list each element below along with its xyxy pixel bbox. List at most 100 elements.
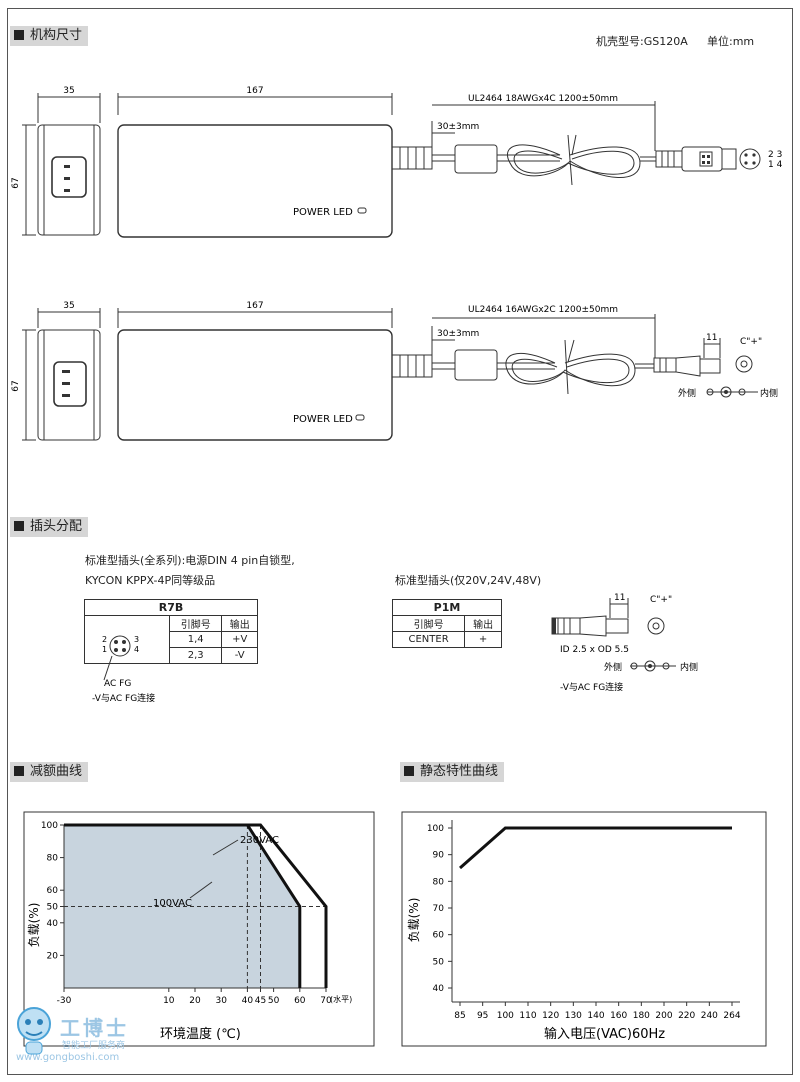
- robot-logo-icon: [17, 1007, 51, 1055]
- y-tick-label: 40: [433, 984, 445, 994]
- r7b-cell: 2,3: [168, 647, 223, 664]
- x-tick-label: 264: [723, 1011, 740, 1021]
- dim2-w2: 167: [246, 301, 263, 311]
- x-tick-label: 85: [454, 1011, 465, 1021]
- svg-text:2: 2: [102, 635, 107, 644]
- x-axis-label: 环境温度 (℃): [160, 1026, 241, 1042]
- svg-text:3: 3: [134, 635, 139, 644]
- x-axis-label: 输入电压(VAC)60Hz: [544, 1026, 665, 1042]
- p1m-inner: 内侧: [680, 661, 698, 673]
- x-tick-label: -30: [57, 996, 72, 1006]
- dimension-drawing-2: 35 167 UL2464 16AWGx2C 1200±50mm 30±3mm …: [11, 301, 778, 441]
- chart-border: [23, 811, 375, 1047]
- p1m-title: P1M: [392, 599, 502, 616]
- x-unit-label: (水平): [330, 994, 352, 1004]
- p1m-col1: 引脚号: [391, 615, 466, 632]
- x-tick-label: 120: [542, 1011, 559, 1021]
- r7b-cell: +V: [221, 631, 258, 648]
- series-label-100vac: 100VAC: [153, 898, 192, 909]
- y-tick-label: 80: [433, 877, 445, 887]
- dim1-w2: 167: [246, 86, 263, 96]
- x-tick-label: 160: [610, 1011, 627, 1021]
- section-static: 静态特性曲线: [400, 762, 505, 782]
- r7b-title: R7B: [84, 599, 258, 616]
- y-axis-label: 负载(%): [27, 903, 41, 948]
- dim2-cable: UL2464 16AWGx2C 1200±50mm: [468, 305, 618, 315]
- dim2-cable-end: 30±3mm: [437, 329, 479, 339]
- dim2-inner: 内侧: [760, 387, 778, 399]
- chart-border: [401, 811, 767, 1047]
- y-tick-label: 90: [433, 851, 445, 861]
- p1m-cell: CENTER: [391, 631, 466, 648]
- dim1-cable: UL2464 18AWGx4C 1200±50mm: [468, 94, 618, 104]
- model-label: 机壳型号:GS120A: [596, 35, 688, 48]
- r7b-fg: AC FG: [104, 679, 131, 689]
- dim2-tip: C"+": [740, 337, 762, 347]
- r7b-connector-drawing: 2 1 3 4 AC FG -V与AC FG连接: [92, 635, 155, 704]
- x-tick-label: 60: [294, 996, 306, 1006]
- p1m-len: 11: [614, 593, 625, 603]
- dim1-pins-bot: 1 4: [768, 160, 783, 170]
- y-tick-label: 60: [433, 931, 445, 941]
- y-tick-label: 50: [47, 903, 59, 913]
- x-tick-label: 130: [565, 1011, 582, 1021]
- dim1-led-label: POWER LED: [293, 207, 353, 218]
- pin-note-1: 标准型插头(全系列):电源DIN 4 pin自锁型,: [85, 554, 295, 567]
- dim1-height: 67: [11, 177, 21, 188]
- y-tick-label: 80: [47, 854, 59, 864]
- watermark-sub: 智能工厂服务商: [62, 1041, 126, 1051]
- p1m-outer: 外侧: [604, 661, 622, 673]
- x-tick-label: 30: [215, 996, 227, 1006]
- section-dimensions: 机构尺寸: [10, 26, 89, 46]
- p1m-fg-note: -V与AC FG连接: [560, 681, 623, 693]
- y-tick-label: 50: [433, 957, 445, 967]
- y-tick-label: 20: [47, 951, 59, 961]
- x-tick-label: 140: [587, 1011, 604, 1021]
- svg-text:1: 1: [102, 645, 107, 654]
- leader-230vac: [212, 839, 239, 856]
- x-tick-label: 70: [320, 996, 332, 1006]
- series-load: [459, 826, 732, 870]
- area-100vac: [64, 825, 300, 988]
- p1m-cell: +: [464, 631, 502, 648]
- y-tick-label: 100: [41, 821, 58, 831]
- dim1-cable-end: 30±3mm: [437, 122, 479, 132]
- dim2-len: 11: [706, 333, 717, 343]
- svg-text:4: 4: [134, 645, 139, 654]
- p1m-table: P1M 引脚号输出 CENTER+: [391, 599, 502, 648]
- r7b-col2: 输出: [221, 615, 258, 632]
- x-tick-label: 50: [268, 996, 280, 1006]
- watermark: 工博士 智能工厂服务商 www.gongboshi.com: [12, 1002, 152, 1063]
- page-frame: [7, 8, 793, 1075]
- leader-100vac: [189, 881, 213, 899]
- y-tick-label: 100: [427, 824, 444, 834]
- p1m-tip: C"+": [650, 595, 672, 605]
- y-axis-label: 负载(%): [407, 898, 421, 943]
- dimension-drawing-1: 35 167 UL2464 18AWGx4C 1200±50mm 30±3mm …: [11, 86, 783, 238]
- dim2-outer: 外侧: [678, 387, 696, 399]
- y-tick-label: 60: [47, 886, 59, 896]
- series-100vac: [64, 823, 302, 988]
- dim2-w1: 35: [63, 301, 74, 311]
- dim1-w1: 35: [63, 86, 74, 96]
- dim1-pins-top: 2 3: [768, 150, 782, 160]
- x-tick-label: 40: [242, 996, 254, 1006]
- r7b-cell: 1,4: [168, 631, 223, 648]
- x-tick-label: 180: [633, 1011, 650, 1021]
- section-pin: 插头分配: [10, 517, 89, 537]
- r7b-table: R7B 引脚号 输出 1,4+V 2,3-V: [84, 599, 258, 664]
- p1m-id-od: ID 2.5 x OD 5.5: [560, 645, 629, 655]
- x-tick-label: 45: [255, 996, 266, 1006]
- x-tick-label: 200: [655, 1011, 672, 1021]
- x-tick-label: 240: [701, 1011, 718, 1021]
- section-derating: 减额曲线: [10, 762, 89, 782]
- series-label-230vac: 230VAC: [240, 835, 279, 846]
- p1m-col2: 输出: [464, 615, 502, 632]
- x-tick-label: 20: [189, 996, 201, 1006]
- r7b-fg-note: -V与AC FG连接: [92, 692, 155, 704]
- x-tick-label: 95: [477, 1011, 488, 1021]
- unit-label: 单位:mm: [707, 35, 755, 48]
- r7b-cell: -V: [221, 647, 258, 664]
